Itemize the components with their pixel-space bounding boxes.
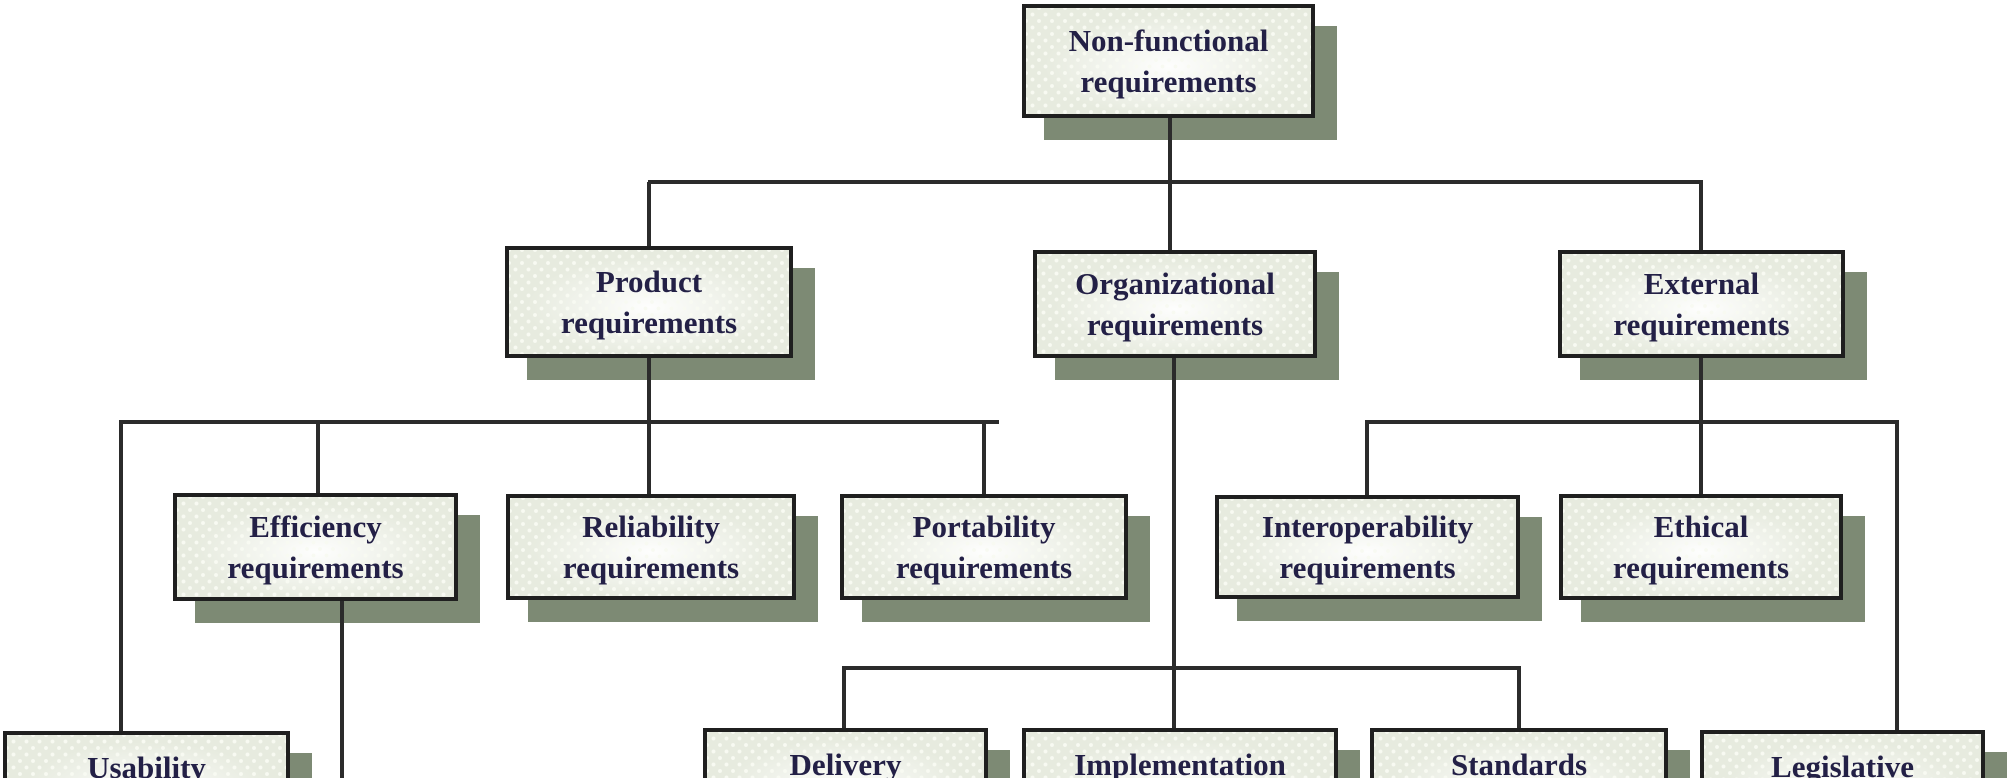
connector-rail-organizational xyxy=(842,666,1521,670)
node-portability-requirements: Portability requirements xyxy=(840,494,1128,600)
node-label: Implementation xyxy=(1074,747,1286,778)
connector-rail-level1 xyxy=(648,180,1703,184)
node-label: Interoperability requirements xyxy=(1261,509,1474,585)
connector-efficiency-down xyxy=(340,599,344,778)
connector-external-to-ethical xyxy=(1699,358,1703,496)
connector-drop-interoperability xyxy=(1365,422,1369,497)
connector-rail-external xyxy=(1365,420,1899,424)
node-implementation-requirements: Implementation xyxy=(1022,728,1338,778)
node-reliability-requirements: Reliability requirements xyxy=(506,494,796,600)
node-standards-requirements: Standards xyxy=(1370,728,1668,778)
node-legislative-requirements: Legislative xyxy=(1700,730,1985,778)
node-label: Product requirements xyxy=(560,264,738,340)
connector-rail-product xyxy=(119,420,999,424)
node-product-requirements: Product requirements xyxy=(505,246,793,358)
node-label: Ethical requirements xyxy=(1612,509,1790,585)
connector-drop-delivery xyxy=(842,668,846,730)
node-label: Organizational requirements xyxy=(1075,266,1275,342)
node-label: Efficiency requirements xyxy=(227,509,404,585)
node-label: Standards xyxy=(1450,747,1588,778)
node-label: Portability requirements xyxy=(895,509,1073,585)
node-efficiency-requirements: Efficiency requirements xyxy=(173,493,458,601)
node-usability-requirements: Usability xyxy=(3,731,290,778)
node-label: Delivery xyxy=(789,747,902,778)
node-label: Reliability requirements xyxy=(562,509,740,585)
node-label: Non-functional requirements xyxy=(1068,23,1269,99)
node-label: Legislative xyxy=(1771,749,1914,778)
connector-drop-legislative xyxy=(1895,422,1899,732)
connector-drop-usability xyxy=(119,422,123,733)
node-interoperability-requirements: Interoperability requirements xyxy=(1215,495,1520,599)
node-organizational-requirements: Organizational requirements xyxy=(1033,250,1317,358)
connector-drop-standards xyxy=(1517,668,1521,730)
connector-drop-portability xyxy=(982,422,986,496)
connector-drop-efficiency xyxy=(316,422,320,495)
node-delivery-requirements: Delivery xyxy=(703,728,988,778)
connector-drop-external xyxy=(1699,182,1703,252)
node-nonfunctional-requirements: Non-functional requirements xyxy=(1022,4,1315,118)
connector-organizational-to-implementation xyxy=(1172,356,1176,730)
node-label: Usability xyxy=(87,750,206,778)
connector-nonfunctional-to-organizational xyxy=(1168,118,1172,254)
node-label: External requirements xyxy=(1613,266,1790,342)
connector-drop-product xyxy=(647,182,651,248)
connector-product-to-reliability xyxy=(647,358,651,496)
node-ethical-requirements: Ethical requirements xyxy=(1559,494,1843,600)
node-external-requirements: External requirements xyxy=(1558,250,1845,358)
